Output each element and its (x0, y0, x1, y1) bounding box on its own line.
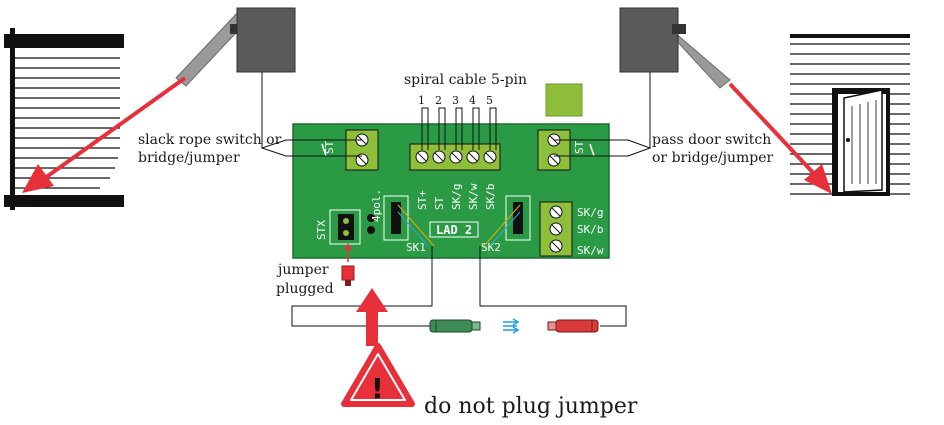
pass-door-label-2: or bridge/jumper (652, 150, 774, 166)
slack-rope-label-2: bridge/jumper (138, 150, 240, 166)
plug-direction-arrows (503, 318, 520, 334)
pin-label-5: SK/b (484, 184, 497, 211)
warning-text: do not plug jumper (424, 394, 638, 419)
big-up-arrow (356, 288, 388, 346)
pin-number-5: 5 (486, 94, 493, 107)
sk2-label: SK2 (481, 241, 501, 254)
spiral-cable-wires (421, 107, 497, 150)
warning-icon: ! (341, 343, 415, 407)
warning-glyph: ! (371, 372, 384, 405)
pin-number-4: 4 (469, 94, 476, 107)
pin-label-3: SK/g (450, 184, 463, 211)
terminal-sk-g: SK/g (577, 206, 604, 219)
green-plug-connector (429, 319, 481, 333)
jumper-plugged-label-2: plugged (276, 281, 334, 297)
pass-door-label-1: pass door switch (652, 132, 772, 148)
right-door-with-pass-door (790, 34, 910, 196)
pin-number-3: 3 (452, 94, 459, 107)
pin-number-2: 2 (435, 94, 442, 107)
jumper-plug (341, 243, 355, 286)
jumper-plugged-label-1: jumper (278, 262, 329, 278)
pin-terminals (415, 150, 497, 164)
st-wire-loops (260, 130, 652, 157)
pcb-board: ST ST ST+ ST SK/g SK/w SK/b (292, 123, 610, 259)
spiral-cable-label: spiral cable 5-pin (404, 72, 528, 88)
terminal-sk-b: SK/b (577, 223, 604, 236)
st-right-label: ST (573, 140, 586, 154)
pin-label-4: SK/w (467, 183, 480, 210)
sensor-wires (397, 204, 521, 247)
right-operator (619, 7, 731, 130)
pin-label-2: ST (433, 196, 446, 210)
right-red-arrow (728, 82, 832, 194)
left-sectional-door (4, 28, 124, 210)
st-left-label: ST (323, 140, 336, 154)
slack-rope-label-1: slack rope switch or (138, 132, 282, 148)
sk1-label: SK1 (406, 241, 426, 254)
red-plug-connector (547, 319, 599, 333)
sensor-cable (291, 246, 627, 327)
four-pol-label: 4pol. (370, 189, 383, 222)
terminal-sk-w: SK/w (577, 244, 604, 257)
stx-label: STX (315, 220, 328, 240)
pin-number-1: 1 (418, 94, 425, 107)
board-name: LAD 2 (436, 223, 472, 237)
left-red-arrow (22, 76, 187, 193)
left-operator (175, 7, 296, 130)
pin-label-1: ST+ (416, 190, 429, 210)
spiral-cable-plug (545, 83, 583, 117)
